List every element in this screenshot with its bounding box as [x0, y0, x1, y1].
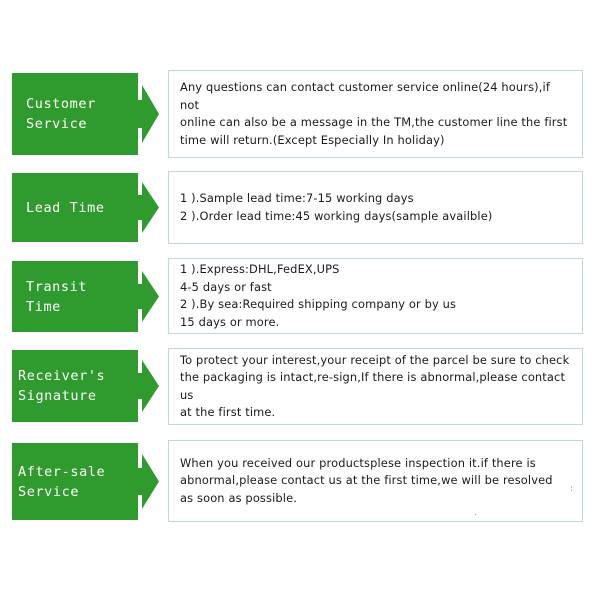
panel-text-transit-time: 1 ).Express:DHL,FedEX,UPS 4-5 days or fa…: [180, 262, 457, 329]
arrow-icon-customer-service: [125, 73, 159, 155]
arrow-icon-transit-time: [125, 261, 159, 332]
service-row-after-sale-service: After-sale Service When you received our…: [0, 440, 600, 522]
service-row-receivers-signature: Receiver's Signature To protect your int…: [0, 348, 600, 425]
panel-lead-time: 1 ).Sample lead time:7-15 working days 2…: [168, 171, 583, 244]
service-row-customer-service: Customer Service Any questions can conta…: [0, 70, 600, 158]
label-text-after-sale-service: After-sale Service: [18, 463, 106, 500]
panel-text-receivers-signature: To protect your interest,your receipt of…: [180, 352, 570, 420]
service-row-transit-time: Transit Time 1 ).Express:DHL,FedEX,UPS 4…: [0, 258, 600, 334]
panel-receivers-signature: To protect your interest,your receipt of…: [168, 348, 583, 425]
label-text-receivers-signature: Receiver's Signature: [18, 368, 106, 404]
arrow-icon-receivers-signature: [125, 350, 159, 422]
panel-customer-service: Any questions can contact customer servi…: [168, 70, 583, 158]
label-box-receivers-signature: Receiver's Signature: [12, 350, 138, 422]
arrow-icon-after-sale-service: [125, 443, 159, 520]
arrow-icon-lead-time: [125, 173, 159, 242]
label-text-transit-time: Transit Time: [26, 278, 88, 315]
label-box-customer-service: Customer Service: [12, 73, 138, 155]
panel-after-sale-service: When you received our productsplese insp…: [168, 440, 583, 522]
label-text-lead-time: Lead Time: [26, 199, 105, 216]
panel-text-customer-service: Any questions can contact customer servi…: [180, 80, 568, 147]
scan-artifact-dot: .: [474, 508, 477, 518]
service-row-lead-time: Lead Time 1 ).Sample lead time:7-15 work…: [0, 171, 600, 244]
label-box-transit-time: Transit Time: [12, 261, 138, 332]
label-box-lead-time: Lead Time: [12, 173, 138, 242]
label-box-after-sale-service: After-sale Service: [12, 443, 138, 520]
panel-text-lead-time: 1 ).Sample lead time:7-15 working days 2…: [180, 191, 493, 223]
panel-transit-time: 1 ).Express:DHL,FedEX,UPS 4-5 days or fa…: [168, 258, 583, 334]
panel-text-after-sale-service: When you received our productsplese insp…: [180, 455, 553, 505]
label-text-customer-service: Customer Service: [26, 96, 96, 132]
